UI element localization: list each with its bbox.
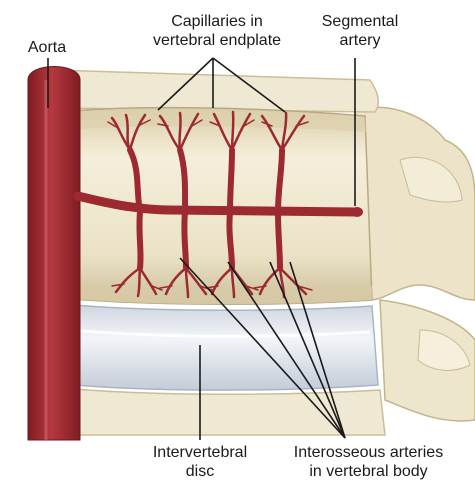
- aorta-label-text: Aorta: [12, 38, 82, 57]
- capillaries-label-line-1: Capillaries in: [122, 12, 312, 31]
- disc-label-line-2: disc: [120, 462, 280, 481]
- aorta-vessel: [28, 67, 80, 441]
- capillaries-label-line-2: vertebral endplate: [122, 31, 312, 50]
- segmental-label-line-1: Segmental: [300, 12, 420, 31]
- segmental-artery-label: Segmental artery: [300, 12, 420, 50]
- capillaries-label: Capillaries in vertebral endplate: [122, 12, 312, 50]
- disc-label-line-1: Intervertebral: [120, 443, 280, 462]
- segmental-label-line-2: artery: [300, 31, 420, 50]
- intervertebral-disc: [62, 304, 378, 390]
- intervertebral-disc-label: Intervertebral disc: [120, 443, 280, 481]
- interosseous-arteries-label: Interosseous arteries in vertebral body: [262, 443, 475, 481]
- interosseous-label-line-1: Interosseous arteries: [262, 443, 475, 462]
- aorta-label: Aorta: [12, 38, 82, 57]
- interosseous-label-line-2: in vertebral body: [262, 462, 475, 481]
- upper-vertebra: [55, 70, 378, 112]
